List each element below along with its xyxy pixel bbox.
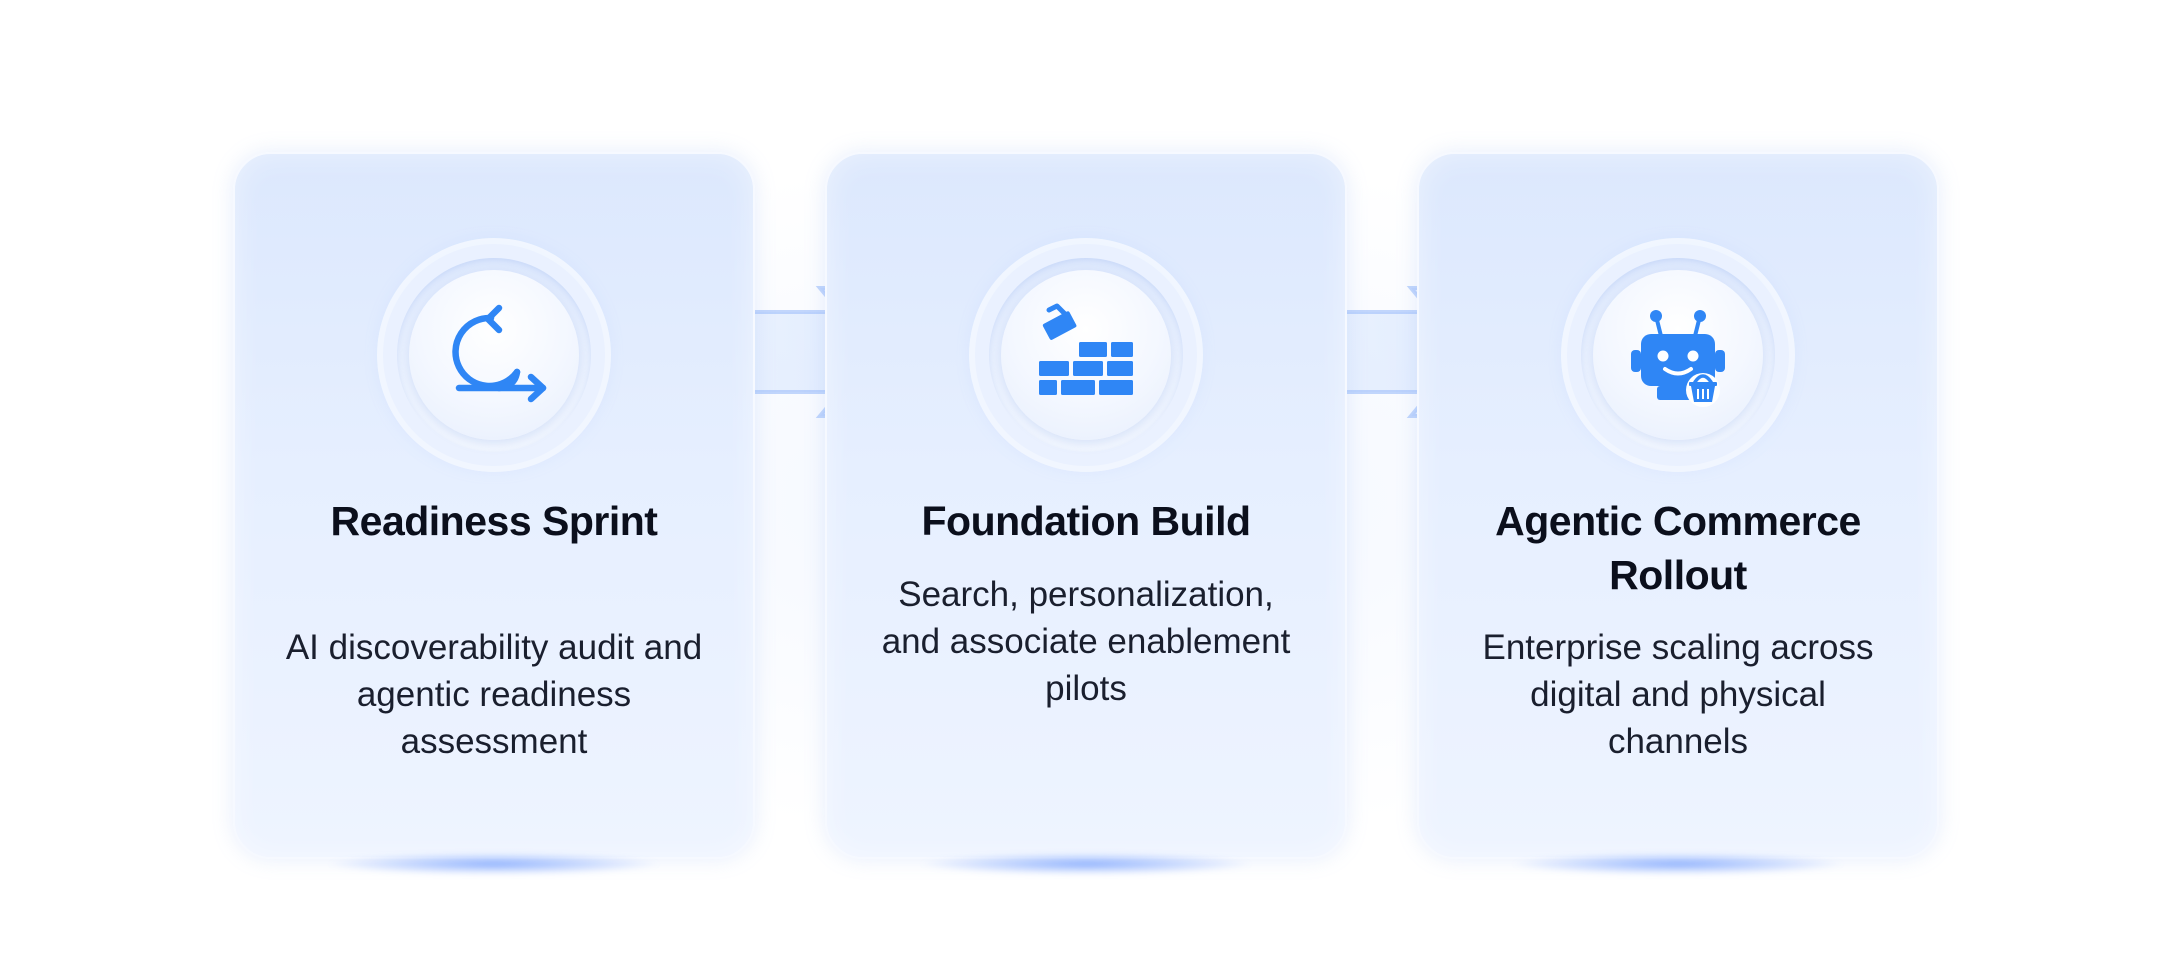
step-description: Enterprise scaling across digital and ph…	[1482, 628, 1874, 761]
cycle-arrow-icon	[452, 304, 547, 403]
step-card-agentic-commerce-rollout: Agentic Commerce Rollout Enterprise scal…	[1417, 152, 1939, 875]
step-description: Search, personalization, and associate e…	[881, 575, 1291, 708]
step-title: Agentic Commerce Rollout	[1495, 498, 1861, 598]
card-glow	[325, 853, 663, 875]
step-title: Readiness Sprint	[330, 498, 658, 544]
step-description: AI discoverability audit and agentic rea…	[285, 628, 703, 761]
robot-shopping-basket-icon	[1631, 310, 1725, 407]
step-title: Foundation Build	[921, 498, 1251, 544]
step-card-readiness-sprint: Readiness Sprint AI discoverability audi…	[233, 152, 755, 875]
icon-badge-inner	[409, 270, 579, 440]
step-card-foundation-build: Foundation Build Search, personalization…	[825, 152, 1347, 875]
card-glow	[1509, 853, 1847, 875]
brick-wall-icon	[1039, 303, 1133, 395]
card-glow	[917, 853, 1255, 875]
